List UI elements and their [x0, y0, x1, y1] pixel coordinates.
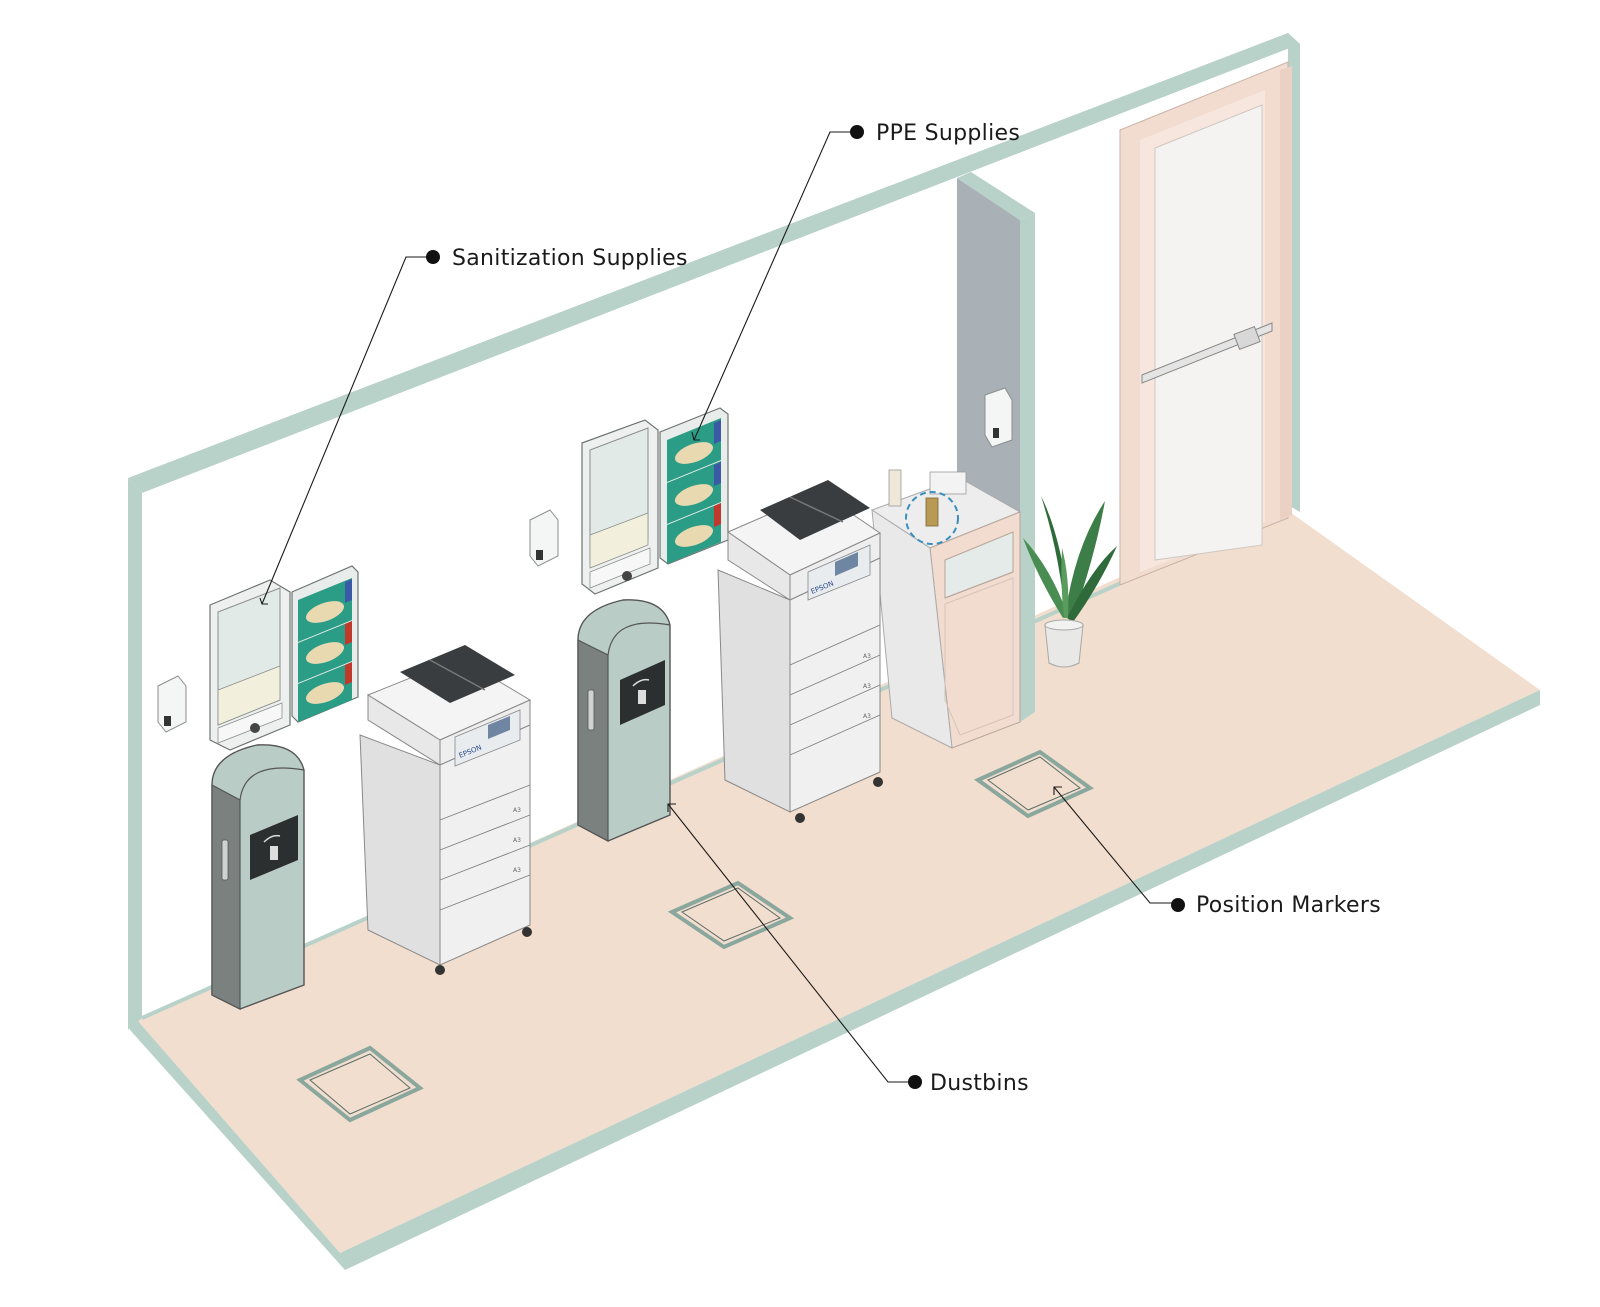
callout-dustbins-dot [908, 1075, 922, 1089]
callout-ppe-dot [850, 125, 864, 139]
callout-position-markers: Position Markers [1053, 786, 1381, 918]
printer-left-tray-label-1: A3 [513, 807, 521, 814]
sanitization-cabinet-left [209, 579, 291, 751]
floor [137, 505, 1540, 1253]
callout-position-markers-label: Position Markers [1196, 893, 1381, 918]
callout-dustbins: Dustbins [667, 803, 1029, 1096]
wall-dispenser-left [157, 675, 187, 733]
side-cabinet [870, 469, 1022, 749]
highlight-circle [905, 491, 959, 545]
callout-ppe: PPE Supplies [691, 121, 1020, 441]
printer-left-tray-label-3: A3 [513, 867, 521, 874]
dustbin-left [211, 744, 305, 1010]
printer-left-tray-label-2: A3 [513, 837, 521, 844]
door-push-bar [1141, 322, 1273, 384]
door [1119, 61, 1292, 586]
callout-sanitization-dot [426, 250, 440, 264]
wall-left-frame [128, 478, 142, 1030]
printer-right-tray-label-2: A3 [863, 683, 871, 690]
wall-dispenser-right [529, 509, 559, 567]
ppe-box-rack-left [291, 565, 359, 723]
sanitization-cabinet-right [581, 419, 659, 595]
position-marker-3 [974, 749, 1094, 819]
callout-ppe-label: PPE Supplies [876, 121, 1020, 146]
printer-left: EPSON A3 A3 A3 [359, 645, 532, 975]
printer-right-tray-label-1: A3 [863, 653, 871, 660]
callout-position-markers-dot [1171, 898, 1185, 912]
wall-top-frame [128, 33, 1300, 493]
ppe-box-rack-right [659, 407, 729, 565]
partition-dispenser [984, 387, 1013, 448]
dustbin-middle [577, 599, 671, 842]
position-marker-1 [296, 1045, 424, 1123]
position-marker-2 [667, 880, 795, 950]
callout-sanitization-label: Sanitization Supplies [452, 246, 688, 271]
potted-plant [1023, 496, 1117, 668]
callout-sanitization: Sanitization Supplies [259, 246, 688, 605]
printer-right: EPSON A3 A3 A3 [717, 480, 883, 823]
callout-dustbins-label: Dustbins [930, 1071, 1029, 1096]
printer-right-tray-label-3: A3 [863, 713, 871, 720]
